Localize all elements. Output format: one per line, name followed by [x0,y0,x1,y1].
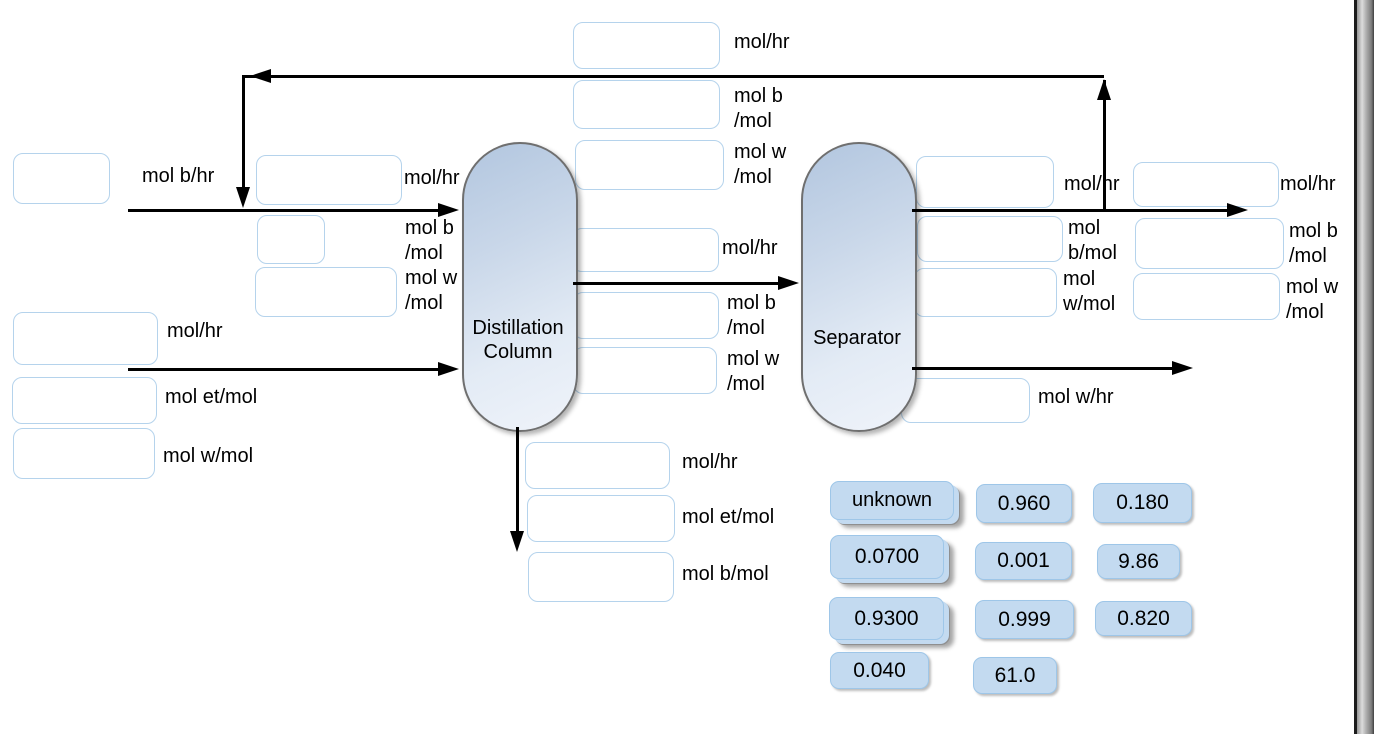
window-edge-line [1354,0,1357,734]
slot-overhead-xb[interactable] [573,292,719,339]
column-bottoms-arrowhead-icon [510,531,524,552]
chip-0.999[interactable]: 0.999 [975,600,1074,639]
column-overhead-line [573,282,781,285]
chip-0.960[interactable]: 0.960 [976,484,1072,523]
vessel-separator [801,142,917,432]
unit-overhead-xb: mol b /mol [727,292,776,339]
unit-sep-overhead-xb: mol b/mol [1068,217,1117,264]
slot-sep-overhead-xw[interactable] [914,268,1057,317]
distillation-column-label: Distillation Column [472,317,564,363]
chip-0.040[interactable]: 0.040 [830,652,929,689]
slot-bottoms-xet[interactable] [527,495,675,542]
unit-ethanol-feed-rate: mol/hr [167,320,223,342]
unit-recycle-xw: mol w /mol [734,141,787,188]
ethanol-feed-line [128,368,442,371]
unit-product-xw: mol w /mol [1286,276,1339,323]
chip-0.820[interactable]: 0.820 [1095,601,1192,636]
window-scrollbar-strip[interactable] [1357,0,1374,734]
slot-product-xb[interactable] [1135,218,1284,269]
slot-product-rate[interactable] [1133,162,1279,207]
unit-bottoms-rate: mol/hr [682,451,738,473]
chip-61.0[interactable]: 61.0 [973,657,1057,694]
unit-recycle-xb: mol b /mol [734,85,783,132]
slot-overhead-xw[interactable] [573,347,717,394]
slot-ethanol-feed-rate[interactable] [13,312,158,365]
unit-sep-overhead-rate: mol/hr [1064,173,1120,195]
recycle-arrowhead-down-icon [236,187,250,208]
chip-0.001[interactable]: 0.001 [975,542,1072,580]
slot-combined-feed-xw[interactable] [255,267,397,317]
separator-bottoms-line [912,367,1175,370]
unit-product-rate: mol/hr [1280,173,1336,195]
unit-product-xb: mol b /mol [1289,220,1338,267]
slot-sep-overhead-rate[interactable] [916,156,1054,208]
slot-combined-feed-rate[interactable] [256,155,402,205]
unit-ethanol-feed-xw: mol w/mol [163,445,254,467]
recycle-arrowhead-up-icon [1097,79,1111,100]
unit-sep-overhead-xw: mol w/mol [1063,268,1116,315]
slot-recycle-rate[interactable] [573,22,720,69]
slot-ethanol-feed-xw[interactable] [13,428,155,479]
chip-9.86[interactable]: 9.86 [1097,544,1180,579]
recycle-line-vertical [242,75,245,191]
chip-0.9300[interactable]: 0.9300 [829,597,944,640]
slot-recycle-xb[interactable] [573,80,720,129]
slot-product-xw[interactable] [1133,273,1280,320]
feed-arrowhead-icon [438,203,459,217]
chip-unknown[interactable]: unknown [830,481,954,520]
separator-label: Separator [813,327,901,349]
unit-combined-feed-rate: mol/hr [404,167,460,189]
slot-overhead-rate[interactable] [572,228,719,272]
separator-overhead-line [912,209,1232,212]
column-bottoms-line [516,427,519,533]
unit-bottoms-xet: mol et/mol [682,506,775,528]
vessel-distillation-column [462,142,578,432]
unit-overhead-xw: mol w /mol [727,348,780,395]
separator-overhead-arrowhead-icon [1227,203,1248,217]
slot-ethanol-feed-xet[interactable] [12,377,157,424]
recycle-arrowhead-left-icon [250,69,271,83]
chip-0.0700[interactable]: 0.0700 [830,535,944,579]
unit-recycle-rate: mol/hr [734,31,790,53]
unit-ethanol-feed-xet: mol et/mol [165,386,258,408]
feed-line-top [128,209,442,212]
slot-bottoms-xb[interactable] [528,552,674,602]
unit-fresh-feed-b-rate: mol b/hr [142,165,215,187]
ethanol-feed-arrowhead-icon [438,362,459,376]
unit-overhead-rate: mol/hr [722,237,778,259]
slot-combined-feed-xb[interactable] [257,215,325,264]
unit-sep-bottoms-rate: mol w/hr [1038,386,1114,408]
unit-combined-feed-xw: mol w /mol [405,267,458,314]
slot-sep-bottoms-rate[interactable] [901,378,1030,423]
slot-recycle-xw[interactable] [575,140,724,190]
recycle-riser-line [1103,80,1106,212]
chip-0.180[interactable]: 0.180 [1093,483,1192,523]
slot-sep-overhead-xb[interactable] [917,216,1063,262]
unit-combined-feed-xb: mol b /mol [405,217,454,264]
slot-fresh-feed-b-rate[interactable] [13,153,110,204]
slot-bottoms-rate[interactable] [525,442,670,489]
recycle-line-horizontal [243,75,1104,78]
column-overhead-arrowhead-icon [778,276,799,290]
unit-bottoms-xb: mol b/mol [682,563,769,585]
separator-bottoms-arrowhead-icon [1172,361,1193,375]
